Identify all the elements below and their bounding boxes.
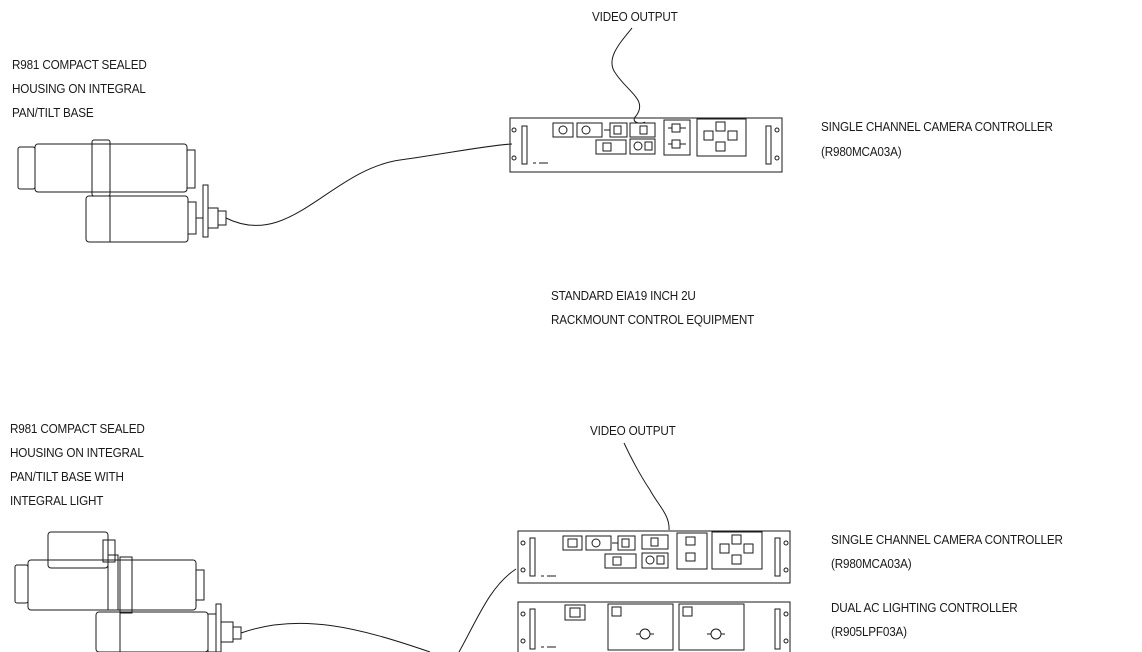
bottom-camera-label-line-2: HOUSING ON INTEGRAL xyxy=(10,445,144,460)
lighting-controller-label-line-2: (R905LPF03A) xyxy=(831,624,907,639)
bottom-controller-label-line-2: (R980MCA03A) xyxy=(831,556,912,571)
top-camera-label-line-3: PAN/TILT BASE xyxy=(12,105,94,120)
lighting-controller-unit xyxy=(518,602,790,652)
rack-label-line-2: RACKMOUNT CONTROL EQUIPMENT xyxy=(551,312,755,327)
bottom-camera-label-line-4: INTEGRAL LIGHT xyxy=(10,493,104,508)
top-controller-label-line-1: SINGLE CHANNEL CAMERA CONTROLLER xyxy=(821,119,1053,134)
bottom-video-output-label: VIDEO OUTPUT xyxy=(590,423,676,438)
camera-housing-icon xyxy=(18,140,195,196)
top-camera-label-line-1: R981 COMPACT SEALED xyxy=(12,57,147,72)
pan-tilt-base-icon-bottom xyxy=(96,604,241,652)
controller-link-cable xyxy=(459,569,516,652)
top-camera-label-line-2: HOUSING ON INTEGRAL xyxy=(12,81,146,96)
rack-label-line-1: STANDARD EIA19 INCH 2U xyxy=(551,288,696,303)
top-controller-label-line-2: (R980MCA03A) xyxy=(821,144,902,159)
video-output-line xyxy=(612,28,645,123)
lighting-controller-label-line-1: DUAL AC LIGHTING CONTROLLER xyxy=(831,600,1018,615)
video-output-line-bottom xyxy=(624,443,669,530)
camera-controller-unit-bottom xyxy=(518,531,790,583)
bottom-camera-label-line-3: PAN/TILT BASE WITH xyxy=(10,469,124,484)
bottom-controller-label-line-1: SINGLE CHANNEL CAMERA CONTROLLER xyxy=(831,532,1063,547)
camera-cable xyxy=(226,144,512,226)
camera-cable-bottom xyxy=(241,623,430,652)
camera-controller-unit xyxy=(510,118,782,172)
pan-tilt-base-icon xyxy=(86,185,226,242)
bottom-camera-label-line-1: R981 COMPACT SEALED xyxy=(10,421,145,436)
top-video-output-label: VIDEO OUTPUT xyxy=(592,9,678,24)
camera-housing-with-light-icon xyxy=(15,532,204,613)
